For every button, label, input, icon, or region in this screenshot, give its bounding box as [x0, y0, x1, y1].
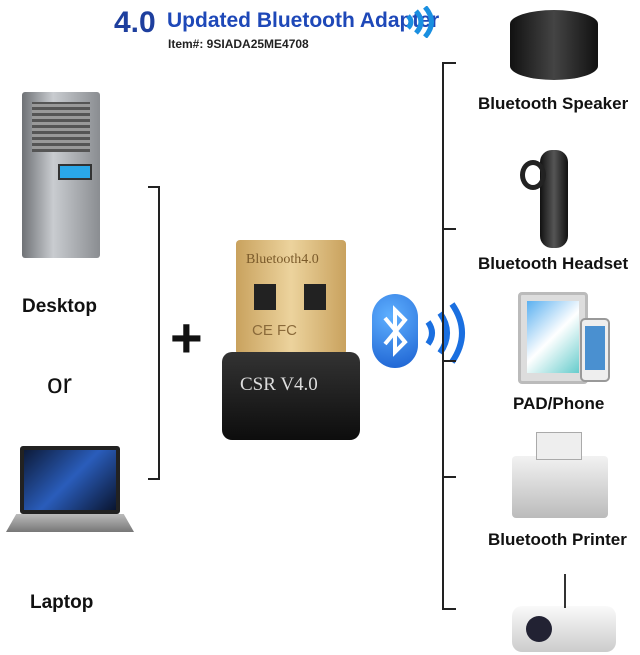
- tablet-image: [518, 292, 588, 384]
- page-title: Updated Bluetooth Adapter: [167, 9, 440, 32]
- device-label-headset: Bluetooth Headset: [478, 254, 629, 273]
- device-label-printer: Bluetooth Printer: [488, 530, 627, 549]
- adapter-bottom-text: CSR V4.0: [240, 374, 318, 395]
- laptop-image: [20, 446, 120, 514]
- phone-image: [580, 318, 610, 382]
- item-number: Item#: 9SIADA25ME4708: [168, 37, 309, 51]
- bluetooth-icon: [372, 294, 418, 368]
- headset-image: [540, 150, 568, 248]
- usb-adapter-image: Bluetooth4.0 CE FC CSR V4.0: [222, 240, 360, 440]
- signal-waves-icon: [406, 6, 434, 38]
- speaker-image: [510, 10, 598, 80]
- plus-sign: +: [170, 306, 203, 369]
- left-bracket: [158, 186, 160, 480]
- device-label-speaker: Bluetooth Speaker: [478, 94, 629, 113]
- projector-image: [512, 606, 616, 652]
- right-bracket: [442, 62, 444, 610]
- adapter-top-text: Bluetooth4.0: [246, 252, 319, 267]
- or-label: or: [47, 368, 72, 399]
- desktop-image: [22, 92, 100, 258]
- signal-waves-icon: [425, 302, 465, 364]
- adapter-marks: CE FC: [252, 322, 297, 339]
- desktop-label: Desktop: [22, 296, 97, 317]
- device-label-pad-phone: PAD/Phone: [513, 394, 605, 413]
- laptop-label: Laptop: [30, 592, 94, 613]
- printer-image: [512, 456, 608, 518]
- version-badge: 4.0: [114, 6, 156, 39]
